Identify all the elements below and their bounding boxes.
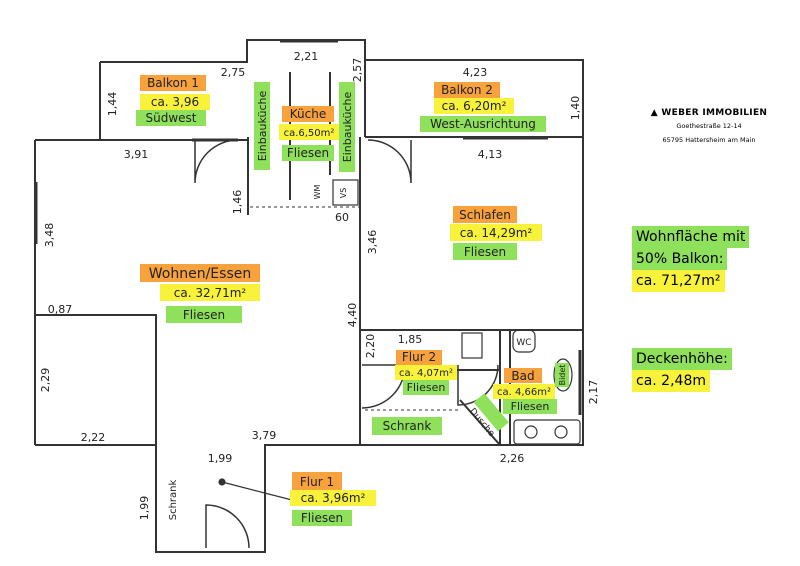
room-flur-2: Flur 2 ca. 4,07m² Fliesen Schrank [372,350,457,435]
living-area-value: ca. 71,27m² [632,270,725,292]
company-street: Goethestraße 12-14 [676,122,742,130]
dim-60: 60 [335,211,349,224]
wohnen-floor: Fliesen [183,308,225,322]
bad-name: Bad [511,369,534,383]
balkon-1-name: Balkon 1 [147,76,199,90]
fixture-labels: WM VS [313,184,348,199]
vs-label: VS [339,188,348,199]
living-area-label-2: 50% Balkon: [632,248,728,270]
dim-1-99-left: 1,99 [138,496,151,521]
balkon-2-orientation: West-Ausrichtung [430,117,536,131]
dim-2-29: 2,29 [39,368,52,393]
dimensions: 2,75 1,44 2,21 2,57 4,23 1,40 3,91 4,13 … [39,50,600,520]
dim-1-44: 1,44 [106,92,119,117]
schlafen-area: ca. 14,29m² [460,226,533,240]
kueche-area: ca.6,50m² [284,128,335,139]
ceiling-height-note: Deckenhöhe: ca. 2,48m [632,348,732,392]
dim-1-46: 1,46 [231,190,244,215]
hand-logo-icon: ▲ [650,108,658,118]
dim-2-26: 2,26 [500,452,525,465]
bidet-label: Bidet [558,365,567,386]
room-balkon-1: Balkon 1 ca. 3,96 Südwest [136,75,210,126]
dim-2-57: 2,57 [351,58,364,83]
living-area-note: Wohnfläche mit 50% Balkon: ca. 71,27m² [632,226,750,292]
balkon-1-area: ca. 3,96 [151,95,199,109]
dashed-lines [250,206,458,411]
dim-2-22: 2,22 [81,431,106,444]
dim-3-79: 3,79 [252,429,277,442]
flur-1-closet: Schrank [168,480,179,521]
flur-2-area: ca. 4,07m² [399,368,453,379]
flur-2-floor: Fliesen [407,381,446,394]
einbaukueche-left: Einbauküche [256,91,269,162]
kueche-name: Küche [290,107,326,121]
bad-floor: Fliesen [511,400,550,413]
dim-2-21: 2,21 [294,50,319,63]
wohnen-area: ca. 32,71m² [174,286,247,300]
dim-4-40: 4,40 [346,303,359,328]
schlafen-name: Schlafen [459,208,511,222]
company-name: ▲ WEBER IMMOBILIEN [650,108,768,118]
bad-area: ca. 4,66m² [497,387,551,398]
room-wohnen-essen: Wohnen/Essen ca. 32,71m² Fliesen [140,264,260,323]
room-flur-1: Flur 1 ca. 3,96m² Fliesen Schrank [168,472,376,526]
ceiling-value: ca. 2,48m [632,370,710,392]
balkon-2-area: ca. 6,20m² [442,99,507,113]
dim-4-23: 4,23 [463,66,488,79]
dim-1-40: 1,40 [569,96,582,121]
einbaukueche-right: Einbauküche [341,92,354,163]
flur-2-name: Flur 2 [402,350,436,364]
wm-label: WM [313,184,322,199]
dim-4-13: 4,13 [478,148,503,161]
dim-2-20: 2,20 [364,334,377,359]
room-schlafen: Schlafen ca. 14,29m² Fliesen [450,206,542,260]
dim-3-91: 3,91 [124,148,149,161]
schlafen-floor: Fliesen [464,245,506,259]
balkon-1-orientation: Südwest [146,111,197,125]
fixture-boxes [218,179,581,501]
room-balkon-2: Balkon 2 ca. 6,20m² West-Ausrichtung [420,82,546,132]
flur-1-area: ca. 3,96m² [301,491,366,505]
flur-1-floor: Fliesen [301,511,343,525]
balkon-2-name: Balkon 2 [441,83,493,97]
wc-label: WC [516,338,531,348]
dim-3-48: 3,48 [43,223,56,248]
dim-1-99-top: 1,99 [208,452,233,465]
flur-2-closet: Schrank [383,419,432,433]
dim-2-17: 2,17 [587,380,600,405]
wohnen-name: Wohnen/Essen [149,266,251,282]
room-kueche: Küche ca.6,50m² Fliesen Einbauküche Einb… [254,82,355,172]
dim-0-87: 0,87 [48,303,73,316]
flur-1-name: Flur 1 [300,475,334,489]
company-city: 65795 Hattersheim am Main [662,136,756,144]
living-area-label-1: Wohnfläche mit [632,226,750,248]
kueche-floor: Fliesen [287,146,329,160]
dim-3-46: 3,46 [366,230,379,255]
room-bad: Bad ca. 4,66m² Fliesen Dusche WC Bidet [467,338,569,439]
ceiling-label: Deckenhöhe: [632,348,732,370]
dim-2-75: 2,75 [221,66,246,79]
company-logo: ▲ WEBER IMMOBILIEN Goethestraße 12-14 65… [648,108,770,146]
dim-1-85: 1,85 [398,333,423,346]
